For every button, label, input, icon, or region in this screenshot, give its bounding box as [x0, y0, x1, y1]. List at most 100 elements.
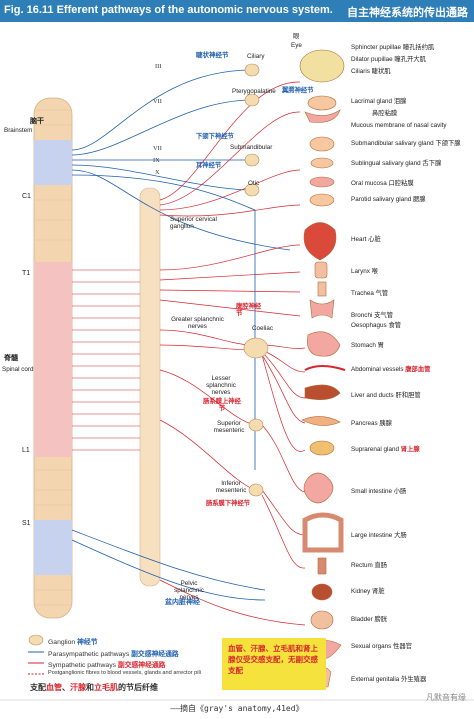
organ-12: Trachea 气管 — [351, 290, 388, 297]
organ-1: Sphincter pupillae 瞳孔括约肌 — [351, 44, 434, 51]
ciliary-zh: 睫状神经节 — [196, 52, 229, 59]
coeliac-en: Coeliac — [252, 325, 273, 332]
thoracolumbar-segment — [34, 262, 72, 457]
kidney-shape — [312, 584, 332, 600]
organ-eye-en: Eye — [291, 42, 302, 49]
organ-8: Oral mucosa 口腔粘膜 — [351, 180, 414, 187]
nerve-vii: VII — [153, 98, 162, 105]
organ-22: Rectum 直肠 — [351, 562, 387, 569]
bronchi-shape — [310, 300, 334, 318]
footer-credit: ——摘自《gray's anatomy,41ed》 — [0, 703, 474, 714]
greater-splanchnic: Greater splanchnic nerves — [170, 316, 225, 330]
organ-13: Bronchi 支气管 — [351, 312, 393, 319]
submandibular-ganglion — [245, 154, 259, 166]
spinal-zh: 脊髓 — [4, 355, 18, 362]
sup-mes-zh: 肠系膜上神经节 — [200, 398, 244, 412]
ciliary-en: Ciliary — [247, 53, 265, 60]
organ-18: Pancreas 胰腺 — [351, 420, 392, 427]
watermark: 凡默音有缘 — [426, 692, 466, 703]
pelvic-zh: 盆内脏神经 — [165, 599, 200, 606]
organ-20: Small intestine 小肠 — [351, 488, 406, 495]
legend-ganglion-glyph — [29, 635, 43, 645]
liver-shape — [305, 385, 340, 400]
suprarenal-shape — [310, 441, 334, 455]
organ-14: Oesophagus 食管 — [351, 322, 401, 329]
organ-9: Parotid salivary gland 腮腺 — [351, 196, 426, 203]
ciliary-ganglion — [245, 64, 259, 76]
oral-shape — [310, 177, 334, 187]
nerve-iii: III — [155, 63, 161, 70]
segment-s1: S1 — [22, 520, 31, 527]
segment-l1: L1 — [22, 447, 30, 454]
organ-26: External genitalia 外生殖器 — [351, 676, 426, 683]
sympathetic-chain — [140, 188, 160, 586]
note-text: 血管、汗腺、立毛肌和肾上腺仅受交感支配，无副交感支配 — [222, 638, 326, 681]
organ-4: Lacrimal gland 泪腺 — [351, 98, 406, 105]
brainstem-en: Brainstem — [4, 127, 32, 134]
legend-ganglion: Ganglion 神经节 — [48, 636, 98, 646]
heart-shape — [304, 223, 336, 261]
inf-mes-zh: 肠系膜下神经节 — [204, 500, 252, 507]
small-int-shape — [304, 473, 333, 503]
submand-en: Submandibular — [230, 144, 272, 151]
stomach-shape — [307, 332, 340, 357]
sup-mes-en: Superior mesenteric — [208, 420, 250, 434]
sacral-segment — [34, 520, 72, 575]
vessels-shape — [305, 366, 345, 370]
legend-symp: Sympathetic pathways 副交感神经通路 — [48, 659, 165, 669]
coeliac-ganglion — [244, 338, 268, 358]
larynx-shape — [315, 262, 327, 278]
note-box: 血管、汗腺、立毛肌和肾上腺仅受交感支配，无副交感支配 — [222, 638, 326, 690]
pelvic-en: Pelvic splanchnic nerves — [165, 580, 213, 601]
nerve-vii-b: VII — [153, 145, 162, 152]
organ-6: Submandibular salivary gland 下颌下腺 — [351, 140, 461, 147]
trachea-shape — [318, 282, 326, 296]
segment-c1: C1 — [22, 193, 31, 200]
submand-zh: 下颌下神经节 — [196, 133, 234, 140]
submand-gland-shape — [310, 137, 334, 151]
organ-2: Dilator pupillae 瞳孔开大肌 — [351, 56, 426, 63]
rectum-shape — [318, 558, 326, 574]
organ-15: Stomach 胃 — [351, 342, 384, 349]
brainstem-zh: 脑干 — [30, 118, 44, 125]
nerve-x: X — [155, 169, 160, 176]
organ-eye-zh: 眼 — [293, 33, 299, 40]
pterygo-zh: 翼腭神经节 — [282, 87, 313, 94]
legend-para: Parasympathetic pathways 副交感神经通路 — [48, 648, 179, 658]
lesser-splanchnic: Lesser splanchnic nerves — [200, 375, 242, 396]
organ-16: Abdominal vessels 腹部血管 — [351, 366, 430, 373]
legend-post: Postganglionic fibres to blood vessels, … — [48, 670, 201, 676]
brainstem-segment — [34, 140, 72, 185]
organ-5-zh: 鼻腔粘膜 — [372, 110, 397, 117]
otic-en: Otic — [248, 180, 259, 187]
eye-shape — [300, 50, 344, 82]
organ-24: Bladder 膀胱 — [351, 616, 387, 623]
nasal-shape — [305, 110, 340, 123]
organ-21: Large intestine 大肠 — [351, 532, 407, 539]
sup-mesenteric-ganglion — [249, 419, 263, 431]
segment-t1: T1 — [22, 270, 30, 277]
pterygo-en: Pterygopalatine — [232, 88, 276, 95]
coeliac-zh: 腹腔神经节 — [236, 303, 262, 317]
otic-zh: 耳神经节 — [196, 162, 221, 169]
bladder-shape — [311, 611, 333, 629]
nerve-ix: IX — [153, 157, 160, 164]
organ-11: Larynx 喉 — [351, 268, 378, 275]
organ-17: Liver and ducts 肝和胆管 — [351, 392, 421, 399]
organ-23: Kidney 肾脏 — [351, 588, 385, 595]
spinal-en: Spinal cord — [2, 366, 34, 373]
organ-3: Ciliaris 睫状肌 — [351, 68, 391, 75]
parotid-shape — [310, 194, 334, 206]
pancreas-shape — [302, 416, 340, 425]
legend-summary: 支配血管、汗腺和立毛肌的节后纤维 — [30, 682, 158, 693]
organ-19: Suprarenal gland 肾上腺 — [351, 446, 420, 453]
organ-5-en: Mucous membrane of nasal cavity — [351, 122, 447, 129]
subling-gland-shape — [311, 158, 333, 168]
organ-7: Sublingual salivary gland 舌下腺 — [351, 160, 441, 167]
large-int-shape — [305, 515, 341, 550]
organ-10: Heart 心脏 — [351, 236, 381, 243]
organ-25: Sexual organs 性器官 — [351, 643, 412, 650]
pterygopalatine-ganglion — [245, 94, 259, 106]
